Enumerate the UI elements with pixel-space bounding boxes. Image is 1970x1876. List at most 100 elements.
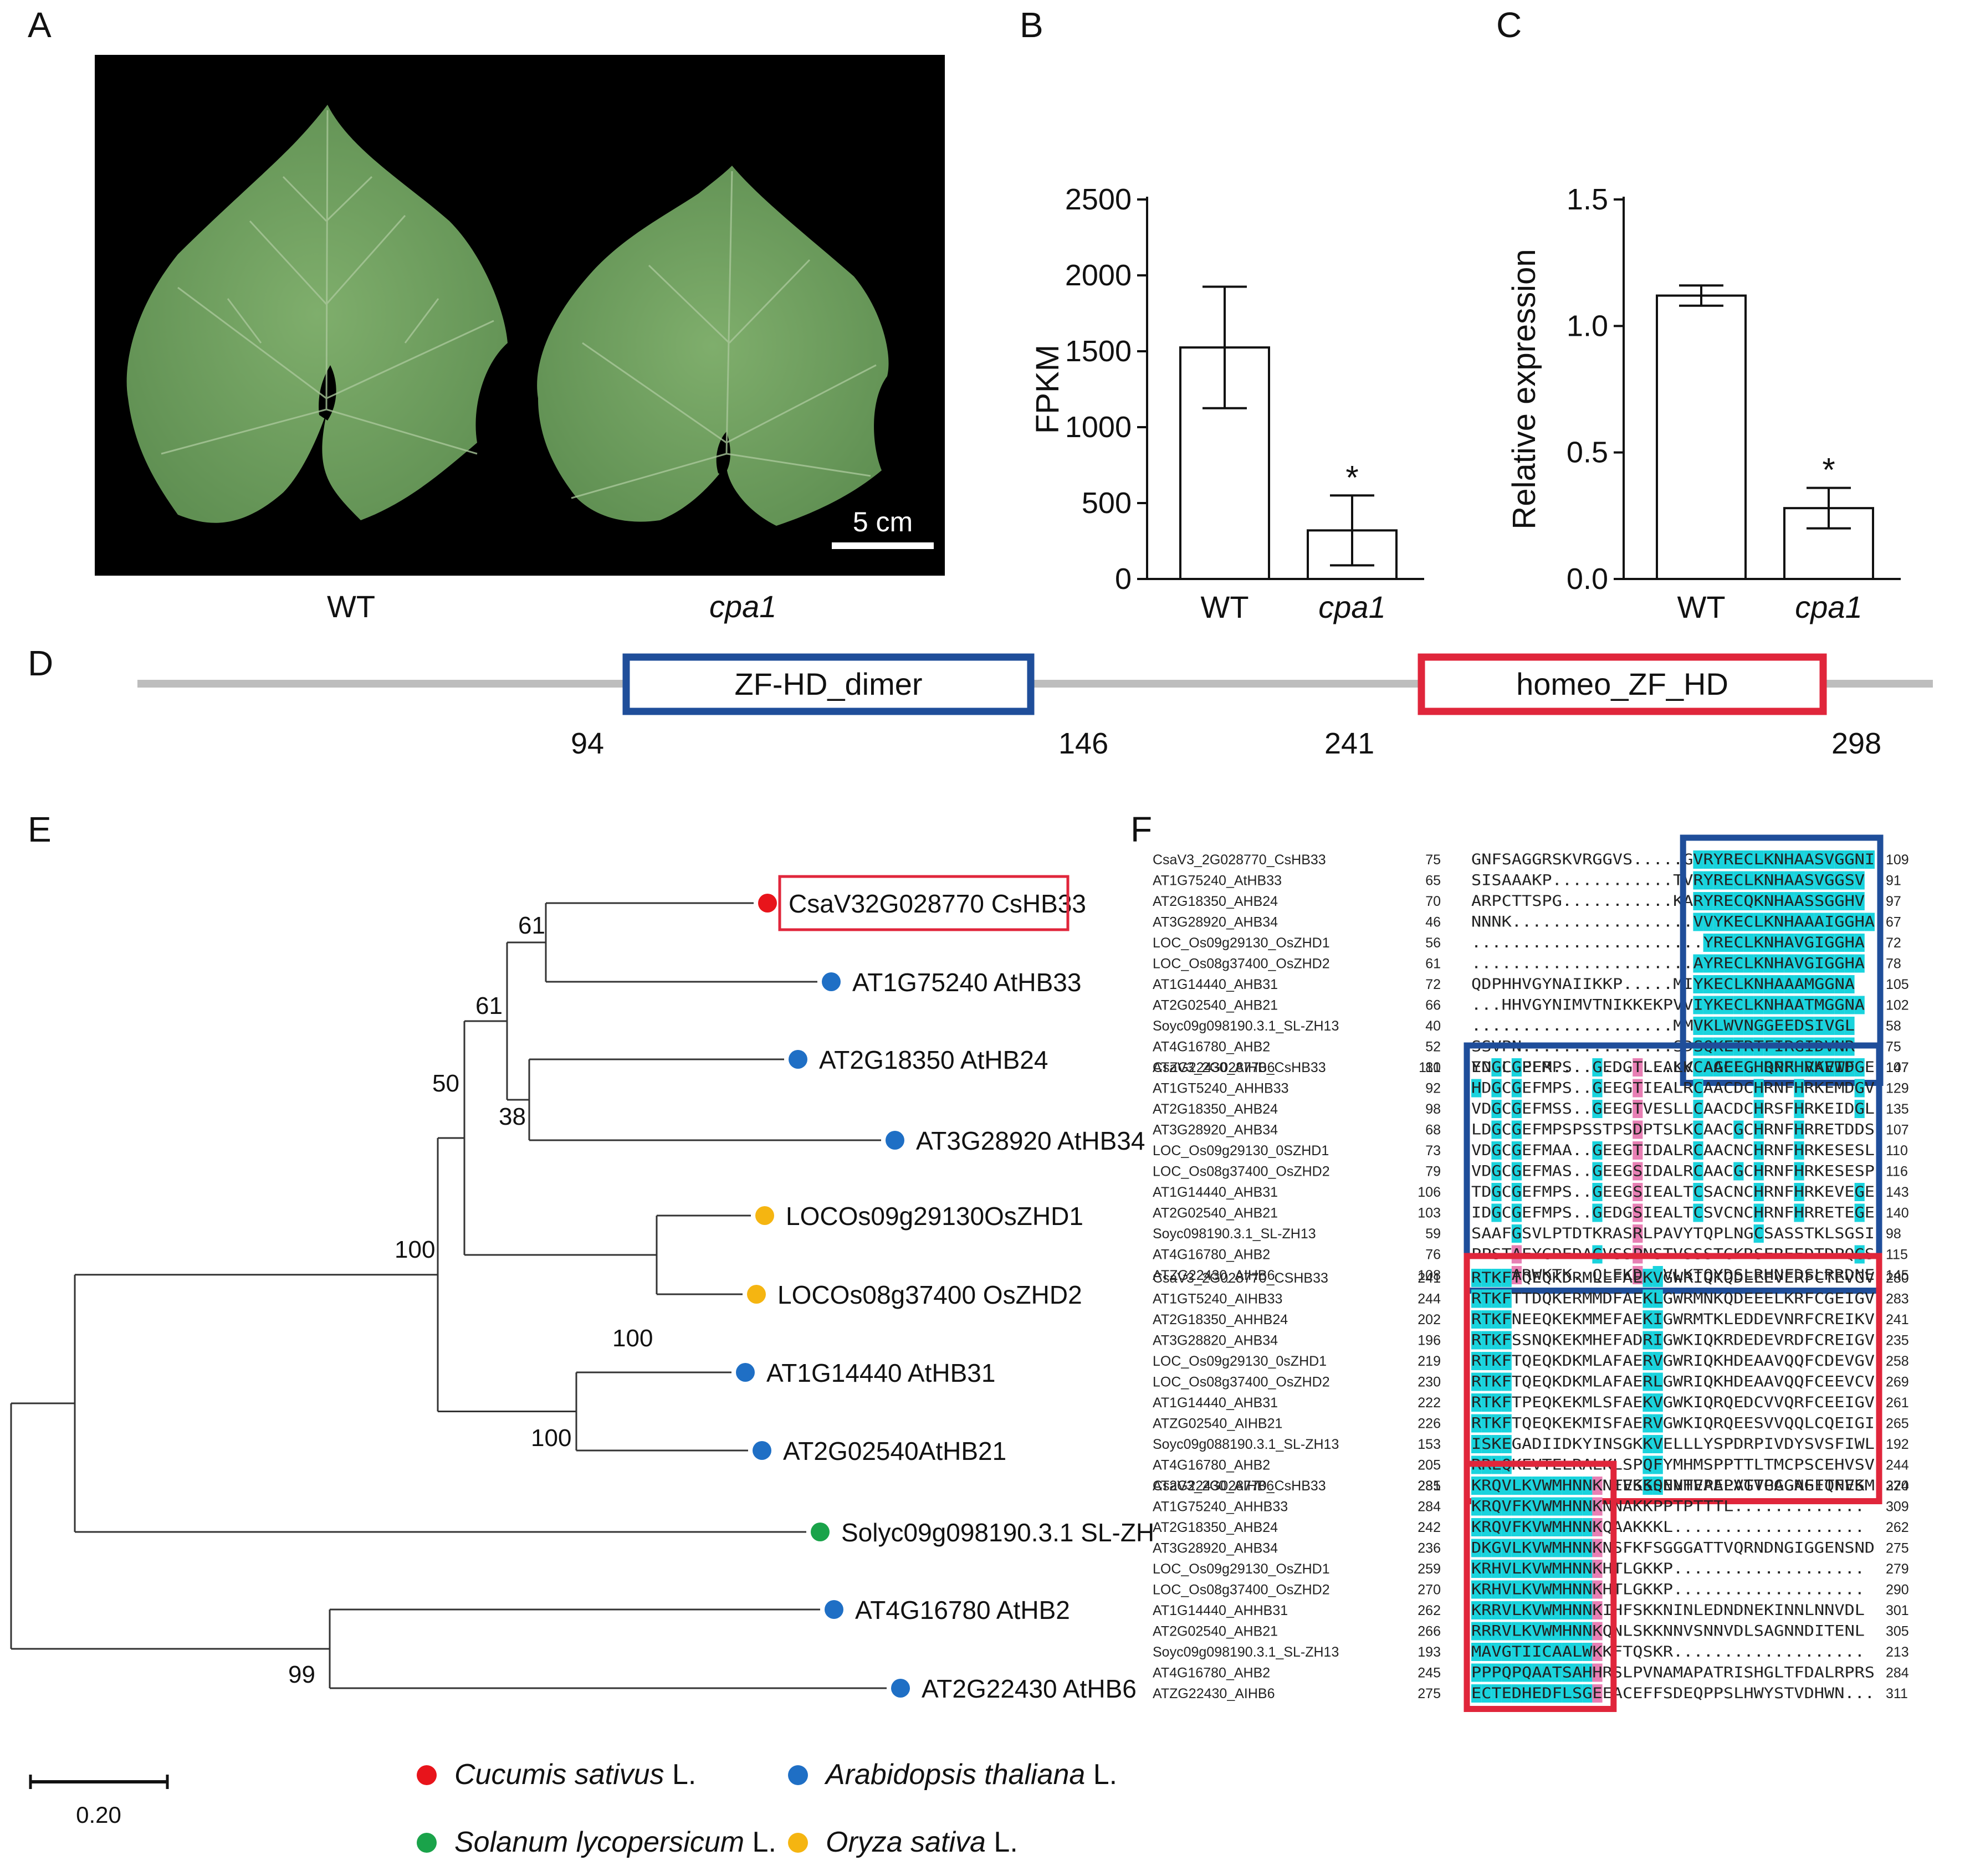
residue-highlight: [1471, 1414, 1482, 1433]
alignment-end-pos: 67: [1886, 915, 1901, 930]
residue-highlight: [1703, 996, 1713, 1014]
alignment-end-pos: 91: [1886, 873, 1901, 889]
alignment-start-pos: 72: [1425, 977, 1441, 992]
alignment-sequence: RTKFTQEQKDKMLAFAERVGWRIQKHDEAAVQQFCDEVGV: [1471, 1352, 1875, 1370]
residue-highlight: [1501, 1269, 1512, 1287]
alignment-start-pos: 106: [1418, 1185, 1441, 1200]
residue-highlight: [1481, 1269, 1492, 1287]
residue-highlight: [1854, 954, 1865, 973]
alignment-end-pos: 78: [1886, 956, 1901, 972]
residue-highlight: [1794, 1017, 1804, 1035]
residue-highlight: [1471, 1372, 1482, 1391]
residue-highlight: [1784, 871, 1794, 890]
residue-highlight: [1491, 1079, 1502, 1098]
residue-highlight: [1713, 954, 1723, 973]
domain-name: homeo_ZF_HD: [1516, 667, 1728, 701]
residue-highlight: [1743, 850, 1754, 869]
cpa1-leaf: [537, 166, 889, 526]
alignment-end-pos: 309: [1886, 1499, 1909, 1515]
residue-highlight: [1501, 1622, 1512, 1641]
alignment-seq-name: AT2G18350_AHB24: [1153, 1520, 1278, 1535]
residue-highlight: [1542, 1684, 1552, 1703]
residue-highlight: [1481, 1622, 1492, 1641]
residue-highlight: [1532, 1643, 1542, 1661]
residue-highlight: [1834, 1017, 1845, 1035]
alignment-seq-name: AT1G75240_AtHB33: [1153, 873, 1282, 889]
alignment-seq-name: CsaV3_2G028770_CsHB33: [1153, 1478, 1326, 1494]
residue-highlight: [1471, 1079, 1482, 1098]
residue-highlight: [1522, 1601, 1532, 1619]
residue-highlight: [1743, 1017, 1754, 1035]
residue-highlight: [1552, 1663, 1562, 1682]
residue-highlight: [1703, 954, 1713, 973]
residue-highlight: [1592, 1560, 1603, 1578]
residue-highlight: [1652, 1372, 1663, 1391]
residue-highlight: [1743, 1058, 1754, 1077]
residue-highlight: [1753, 1017, 1764, 1035]
fpkm-significance: *: [1345, 459, 1358, 496]
residue-highlight: [1854, 1203, 1865, 1222]
residue-highlight: [1592, 1663, 1603, 1682]
residue-highlight: [1713, 1017, 1723, 1035]
residue-highlight: [1501, 1684, 1512, 1703]
residue-highlight: [1753, 1183, 1764, 1201]
species-dot-arabidopsis: [891, 1679, 910, 1698]
alignment-end-pos: 311: [1886, 1686, 1908, 1701]
residue-highlight: [1814, 913, 1824, 931]
residue-highlight: [1532, 1580, 1542, 1599]
residue-highlight: [1844, 871, 1855, 890]
residue-highlight: [1784, 850, 1794, 869]
fpkm-x-tick-label: cpa1: [1318, 590, 1385, 624]
alignment-domain-box-red: [1464, 1253, 1882, 1504]
alignment-seq-name: LOC_Os08g37400_OsZHD2: [1153, 956, 1330, 972]
residue-highlight: [1501, 1310, 1512, 1329]
residue-highlight: [1481, 1435, 1492, 1453]
species-dot-oryza: [747, 1285, 766, 1304]
alignment-start-pos: 79: [1425, 1164, 1441, 1180]
alignment-start-pos: 244: [1418, 1291, 1441, 1307]
residue-highlight: [1501, 1539, 1512, 1557]
alignment-sequence: ENKLEPER............KVLAGELGLQPRQVAVWF: [1471, 1059, 1855, 1076]
residue-highlight: [1753, 934, 1764, 952]
residue-highlight: [1572, 1539, 1583, 1557]
relexp-y-axis-label: Relative expression: [1506, 249, 1542, 529]
residue-highlight: [1633, 1141, 1643, 1160]
alignment-sequence: TDGCGEFMPS..GEEGSIEALTCSACNCHRNFHRKEVEGE: [1471, 1183, 1875, 1201]
residue-highlight: [1693, 1017, 1703, 1035]
alignment-seq-name: ATZG22430_AIHB6: [1153, 1686, 1275, 1701]
residue-highlight: [1814, 1058, 1824, 1077]
alignment-end-pos: 241: [1886, 1312, 1909, 1327]
residue-highlight: [1592, 1684, 1603, 1703]
residue-highlight: [1824, 954, 1835, 973]
residue-highlight: [1743, 954, 1754, 973]
alignment-sequence: RTKFTPEQKEKMLSFAEKVGWKIQRQEDCVVQRFCEEIGV: [1471, 1394, 1875, 1411]
alignment-seq-name: AT3G28920_AHB34: [1153, 1541, 1278, 1556]
alignment-sequence: ISKEGADIIDKYINSGKKVELLLYSPDRPIVDYSVSFIWL: [1471, 1436, 1875, 1453]
residue-highlight: [1753, 996, 1764, 1014]
residue-highlight: [1491, 1580, 1502, 1599]
legend-label: Solanum lycopersicum L.: [454, 1826, 776, 1858]
alignment-seq-name: CsaV3_2G028770_CsHB33: [1153, 852, 1326, 868]
alignment-sequence: DKGVLKVWMHNNKNSFKFSGGGATTVQRNDNGIGGENSND: [1471, 1540, 1875, 1557]
alignment-sequence: ....................MMVKLWVNGGEEDSIVGL: [1471, 1017, 1855, 1034]
residue-highlight: [1703, 913, 1713, 931]
residue-highlight: [1511, 1622, 1522, 1641]
residue-highlight: [1693, 954, 1703, 973]
alignment-end-pos: 107: [1886, 1122, 1909, 1138]
residue-highlight: [1522, 1684, 1532, 1703]
alignment-start-pos: 153: [1418, 1437, 1441, 1452]
alignment-seq-name: AT2G02540_AHB21: [1153, 1206, 1278, 1221]
residue-highlight: [1633, 1079, 1643, 1098]
tip-label: AT2G18350 AtHB24: [819, 1045, 1048, 1074]
residue-highlight: [1642, 1352, 1653, 1370]
residue-highlight: [1481, 1560, 1492, 1578]
residue-highlight: [1592, 1079, 1603, 1098]
residue-highlight: [1522, 1477, 1532, 1495]
residue-highlight: [1774, 954, 1784, 973]
residue-highlight: [1501, 1560, 1512, 1578]
residue-highlight: [1713, 934, 1723, 952]
alignment-end-pos: 213: [1886, 1644, 1909, 1660]
residue-highlight: [1633, 1183, 1643, 1201]
residue-highlight: [1723, 996, 1734, 1014]
residue-highlight: [1703, 1058, 1713, 1077]
